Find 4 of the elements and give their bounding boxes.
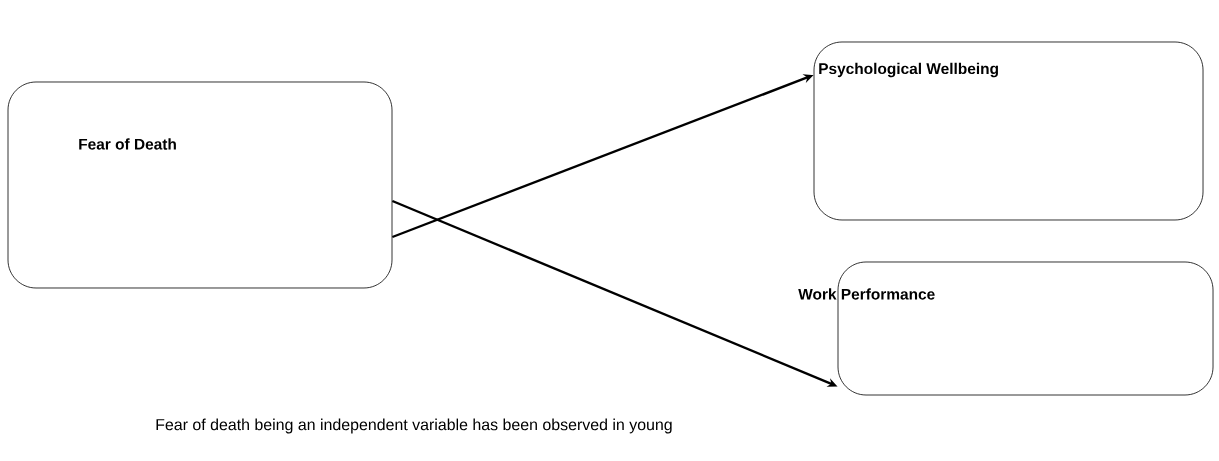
rounded-box: Psychological Wellbeing: [813, 41, 1204, 221]
rounded-box: Fear of Death: [7, 81, 393, 289]
rounded-box: Work Performance: [798, 261, 1214, 396]
paragraph-text: Fear of death being an independent variable has been observed in young: [156, 418, 672, 434]
